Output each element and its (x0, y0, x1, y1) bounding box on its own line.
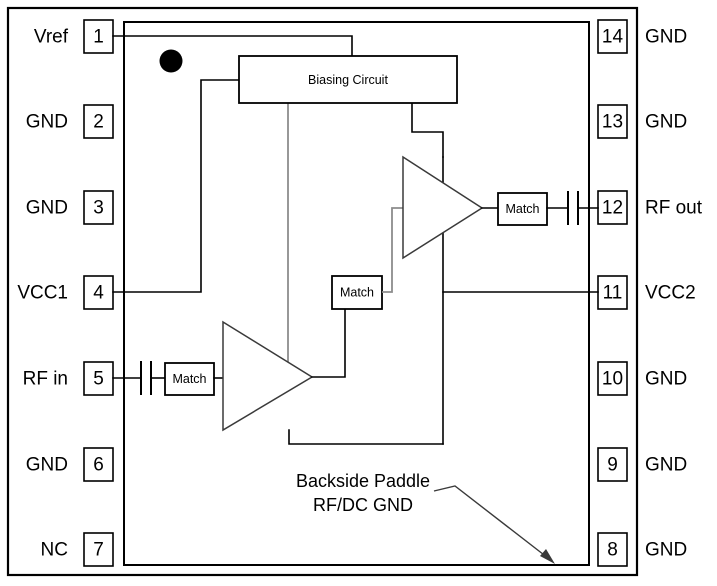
pin-label-1: Vref (34, 27, 69, 48)
package-outline (6, 6, 639, 577)
trace-vref-to-bias (112, 35, 353, 57)
pin-label-5: RF in (23, 369, 68, 390)
pin-pad-7[interactable] (83, 532, 114, 567)
pin-number-2: 2 (93, 112, 104, 133)
pin-number-8: 8 (607, 540, 618, 561)
pin-label-13: GND (645, 112, 687, 133)
right-pin-labels: GND GND RF out VCC2 GND GND GND (645, 27, 703, 561)
match-block-interstage-label: Match (340, 286, 374, 300)
match-block-output[interactable] (497, 192, 548, 226)
pin-1-marker-dot (159, 49, 183, 73)
pin-pad-9[interactable] (597, 447, 628, 482)
pin-pad-4[interactable] (83, 275, 114, 310)
match-block-interstage[interactable] (331, 275, 383, 310)
trace-amp1-out-up (311, 299, 346, 378)
pin-label-6: GND (26, 455, 68, 476)
pin-number-1: 1 (93, 27, 104, 48)
backside-paddle-leader-line (433, 485, 549, 559)
pin-pad-6[interactable] (83, 447, 114, 482)
backside-paddle-arrowhead (540, 549, 555, 564)
pin-pad-11[interactable] (597, 275, 628, 310)
pin-number-7: 7 (93, 540, 104, 561)
pin-number-5: 5 (93, 369, 104, 390)
left-pin-numbers: 1 2 3 4 5 6 7 (93, 27, 104, 561)
pin-label-8: GND (645, 540, 687, 561)
right-pin-numbers: 14 13 12 11 10 9 8 (602, 27, 624, 561)
biasing-circuit-label: Biasing Circuit (308, 73, 388, 87)
pin-number-6: 6 (93, 455, 104, 476)
pin-number-10: 10 (602, 369, 623, 390)
trace-vcc1-to-bias (112, 79, 240, 293)
pin-pad-10[interactable] (597, 361, 628, 396)
pin-number-4: 4 (93, 283, 104, 304)
pin-label-9: GND (645, 455, 687, 476)
backside-paddle-note-line2: RF/DC GND (313, 495, 413, 515)
pin-pad-8[interactable] (597, 532, 628, 567)
pin-label-10: GND (645, 369, 687, 390)
pin-number-9: 9 (607, 455, 618, 476)
pin-label-11: VCC2 (645, 283, 696, 304)
pin-label-4: VCC1 (17, 283, 68, 304)
pin-label-2: GND (26, 112, 68, 133)
trace-bias-to-stage2 (411, 102, 444, 158)
right-pin-pads (597, 19, 628, 567)
match-block-input[interactable] (164, 362, 215, 396)
match-block-output-label: Match (505, 202, 539, 216)
pin-number-12: 12 (602, 198, 623, 219)
backside-paddle-note-line1: Backside Paddle (296, 471, 430, 491)
trace-amp1-return (288, 429, 444, 445)
left-pin-labels: Vref GND GND VCC1 RF in GND NC (17, 27, 68, 561)
pin-pad-14[interactable] (597, 19, 628, 54)
biasing-circuit-block[interactable] (238, 55, 458, 104)
pin-label-7: NC (41, 540, 68, 561)
pin-label-3: GND (26, 198, 68, 219)
pin-number-14: 14 (602, 27, 624, 48)
amplifier-stage-2 (402, 155, 484, 260)
pin-number-11: 11 (603, 283, 623, 304)
pin-pad-3[interactable] (83, 190, 114, 225)
pin-label-12: RF out (645, 198, 703, 219)
pin-number-13: 13 (602, 112, 623, 133)
trace-interstage-to-amp2 (382, 207, 403, 293)
pin-label-14: GND (645, 27, 687, 48)
pin-pad-1[interactable] (83, 19, 114, 54)
pin-pad-5[interactable] (83, 361, 114, 396)
match-block-input-label: Match (172, 372, 206, 386)
amplifier-stage-1 (222, 320, 314, 432)
pin-pad-13[interactable] (597, 104, 628, 139)
left-pin-pads (83, 19, 114, 567)
pin-number-3: 3 (93, 198, 104, 219)
pin-pad-2[interactable] (83, 104, 114, 139)
pin-pad-12[interactable] (597, 190, 628, 225)
